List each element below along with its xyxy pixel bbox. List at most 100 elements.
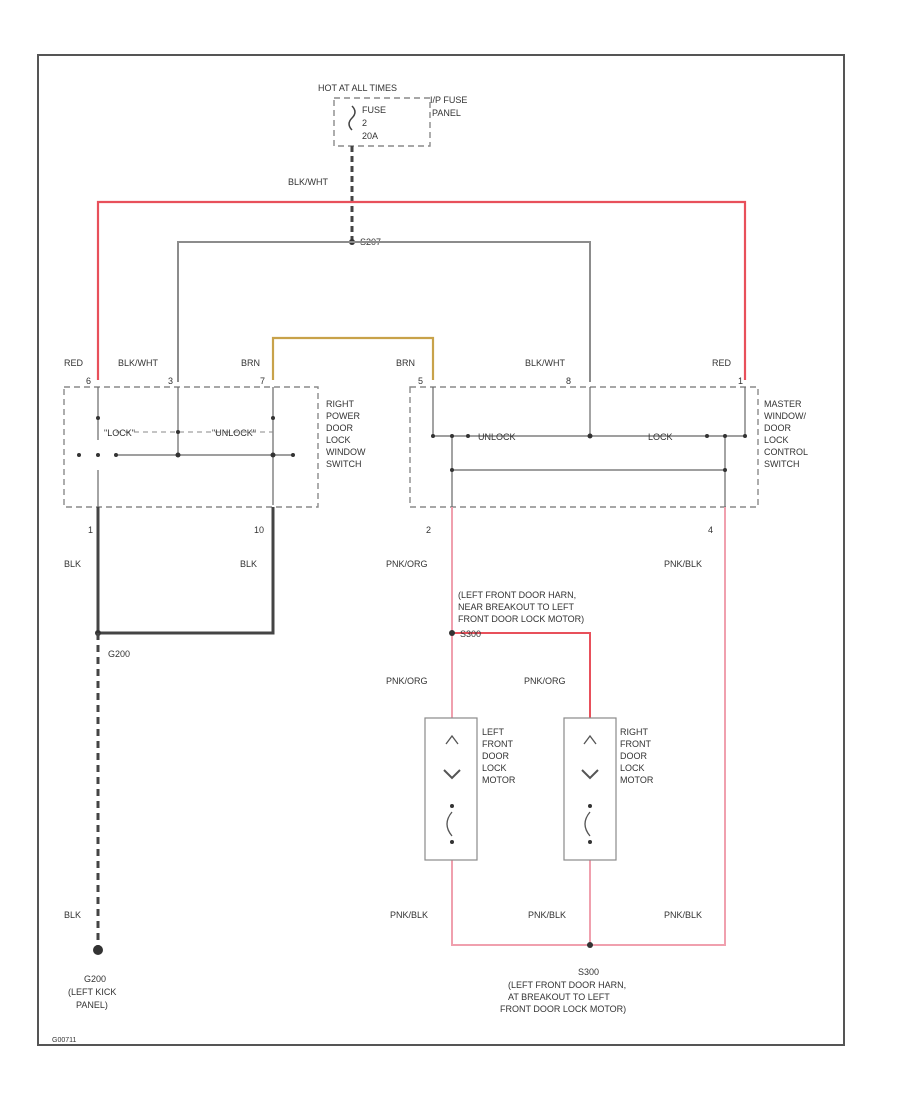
left-sw-dot-5 xyxy=(270,452,276,458)
left-sw-dot-9 xyxy=(176,430,180,434)
master-window-door-lock-switch: 5 8 1 UNLOCK LOCK 2 4 MASTER WINDOW/ DOO… xyxy=(409,376,808,535)
fuse-label: FUSE xyxy=(362,105,386,115)
right-motor-name-2: FRONT xyxy=(620,739,651,749)
pin-master-8: 8 xyxy=(566,376,571,386)
wire-pnk-org-branch xyxy=(452,632,591,718)
left-front-door-lock-motor: LEFT FRONT DOOR LOCK MOTOR xyxy=(424,717,516,861)
master-dot-9 xyxy=(723,468,727,472)
right-switch-name-5: WINDOW xyxy=(326,447,366,457)
wire-label-blk-left-a: BLK xyxy=(64,559,81,569)
fuse-block: HOT AT ALL TIMES FUSE 2 20A I/P FUSE PAN… xyxy=(318,83,467,147)
right-motor-name-3: DOOR xyxy=(620,751,648,761)
left-sw-dot-7 xyxy=(114,453,118,457)
wire-brn-jumper xyxy=(271,336,435,380)
wire-label-pnk-org-motor-right: PNK/ORG xyxy=(524,676,566,686)
master-switch-box xyxy=(409,386,759,508)
wire-pnk-blk-loop xyxy=(451,507,726,946)
ground-point xyxy=(93,945,103,955)
pin-left-6: 6 xyxy=(86,376,91,386)
master-unlock-label: UNLOCK xyxy=(478,432,516,442)
fuse-amps: 20A xyxy=(362,131,378,141)
master-lock-label: LOCK xyxy=(648,432,673,442)
left-motor-coil-icon xyxy=(446,811,453,837)
right-switch-name-6: SWITCH xyxy=(326,459,362,469)
left-sw-dot-3 xyxy=(175,452,181,458)
left-motor-name-3: DOOR xyxy=(482,751,510,761)
wire-label-pnk-org-left: PNK/ORG xyxy=(386,559,428,569)
bottom-note-3: FRONT DOOR LOCK MOTOR) xyxy=(500,1004,626,1014)
left-motor-connector-icon xyxy=(445,734,459,745)
fuse-header: HOT AT ALL TIMES xyxy=(318,83,397,93)
pin-left-3: 3 xyxy=(168,376,173,386)
right-switch-name-4: LOCK xyxy=(326,435,351,445)
right-switch-name-2: POWER xyxy=(326,411,361,421)
pin-master-2: 2 xyxy=(426,525,431,535)
master-dot-5 xyxy=(723,434,727,438)
splice-mid-label: S300 xyxy=(460,629,481,639)
left-sw-dot-2 xyxy=(96,453,100,457)
right-motor-coil-icon xyxy=(584,811,591,837)
wire-label-pnk-blk-right: PNK/BLK xyxy=(664,559,702,569)
ground-location-1: (LEFT KICK xyxy=(68,987,116,997)
right-motor-name-1: RIGHT xyxy=(620,727,649,737)
diagram-frame xyxy=(37,54,845,1046)
left-motor-box xyxy=(424,717,478,861)
left-motor-armature-icon xyxy=(443,769,461,780)
wire-label-brn-right: BRN xyxy=(396,358,415,368)
wire-label-blk-wht-left: BLK/WHT xyxy=(118,358,159,368)
left-switch-lock-label: "LOCK" xyxy=(104,428,135,438)
left-switch-unlock-label: "UNLOCK" xyxy=(212,428,256,438)
left-sw-dot-8 xyxy=(77,453,81,457)
master-switch-name-6: SWITCH xyxy=(764,459,800,469)
fuse-symbol xyxy=(348,105,356,131)
master-switch-name-3: DOOR xyxy=(764,423,792,433)
left-sw-dot-4 xyxy=(271,416,275,420)
right-motor-name-5: MOTOR xyxy=(620,775,654,785)
left-motor-dot-1 xyxy=(450,804,454,808)
wire-label-pnk-org-motor-left: PNK/ORG xyxy=(386,676,428,686)
fuse-number: 2 xyxy=(362,118,367,128)
left-motor-name-4: LOCK xyxy=(482,763,507,773)
left-motor-name-5: MOTOR xyxy=(482,775,516,785)
master-dot-4 xyxy=(705,434,709,438)
wire-red-loop xyxy=(96,200,747,380)
wire-label-red-right: RED xyxy=(712,358,732,368)
right-switch-name-1: RIGHT xyxy=(326,399,355,409)
ground-location-2: PANEL) xyxy=(76,1000,108,1010)
master-dot-7 xyxy=(466,434,470,438)
right-front-door-lock-motor: RIGHT FRONT DOOR LOCK MOTOR xyxy=(563,717,654,861)
mid-note-1: (LEFT FRONT DOOR HARN, xyxy=(458,590,576,600)
master-switch-name-2: WINDOW/ xyxy=(764,411,806,421)
wire-blk-wht-gray xyxy=(177,241,591,382)
right-motor-name-4: LOCK xyxy=(620,763,645,773)
pin-master-1: 1 xyxy=(738,376,743,386)
master-dot-3 xyxy=(587,433,593,439)
wire-blk-left-b xyxy=(98,507,275,635)
pin-master-5: 5 xyxy=(418,376,423,386)
ground-splice-name: G200 xyxy=(84,974,106,984)
pin-left-7: 7 xyxy=(260,376,265,386)
wire-label-pnk-blk-bottom-right: PNK/BLK xyxy=(664,910,702,920)
right-motor-connector-icon xyxy=(583,734,597,745)
wire-label-blk-ground: BLK xyxy=(64,910,81,920)
pin-left-1: 1 xyxy=(88,525,93,535)
bottom-note-2: AT BREAKOUT TO LEFT xyxy=(508,992,610,1002)
splice-mid-dot xyxy=(449,630,455,636)
master-dot-2 xyxy=(450,434,454,438)
master-dot-6 xyxy=(743,434,747,438)
master-switch-name-5: CONTROL xyxy=(764,447,808,457)
right-motor-armature-icon xyxy=(581,769,599,780)
wire-label-blk-left-b: BLK xyxy=(240,559,257,569)
fuse-panel-box xyxy=(333,97,431,147)
wire-label-red-left: RED xyxy=(64,358,84,368)
fuse-panel-label-1: I/P FUSE xyxy=(430,95,467,105)
wire-label-blk-wht-right: BLK/WHT xyxy=(525,358,566,368)
left-motor-dot-2 xyxy=(450,840,454,844)
left-motor-name-2: FRONT xyxy=(482,739,513,749)
left-motor-name-1: LEFT xyxy=(482,727,505,737)
splice-ground-label: G200 xyxy=(108,649,130,659)
pin-master-4: 4 xyxy=(708,525,713,535)
bottom-note-1: (LEFT FRONT DOOR HARN, xyxy=(508,980,626,990)
right-motor-box xyxy=(563,717,617,861)
